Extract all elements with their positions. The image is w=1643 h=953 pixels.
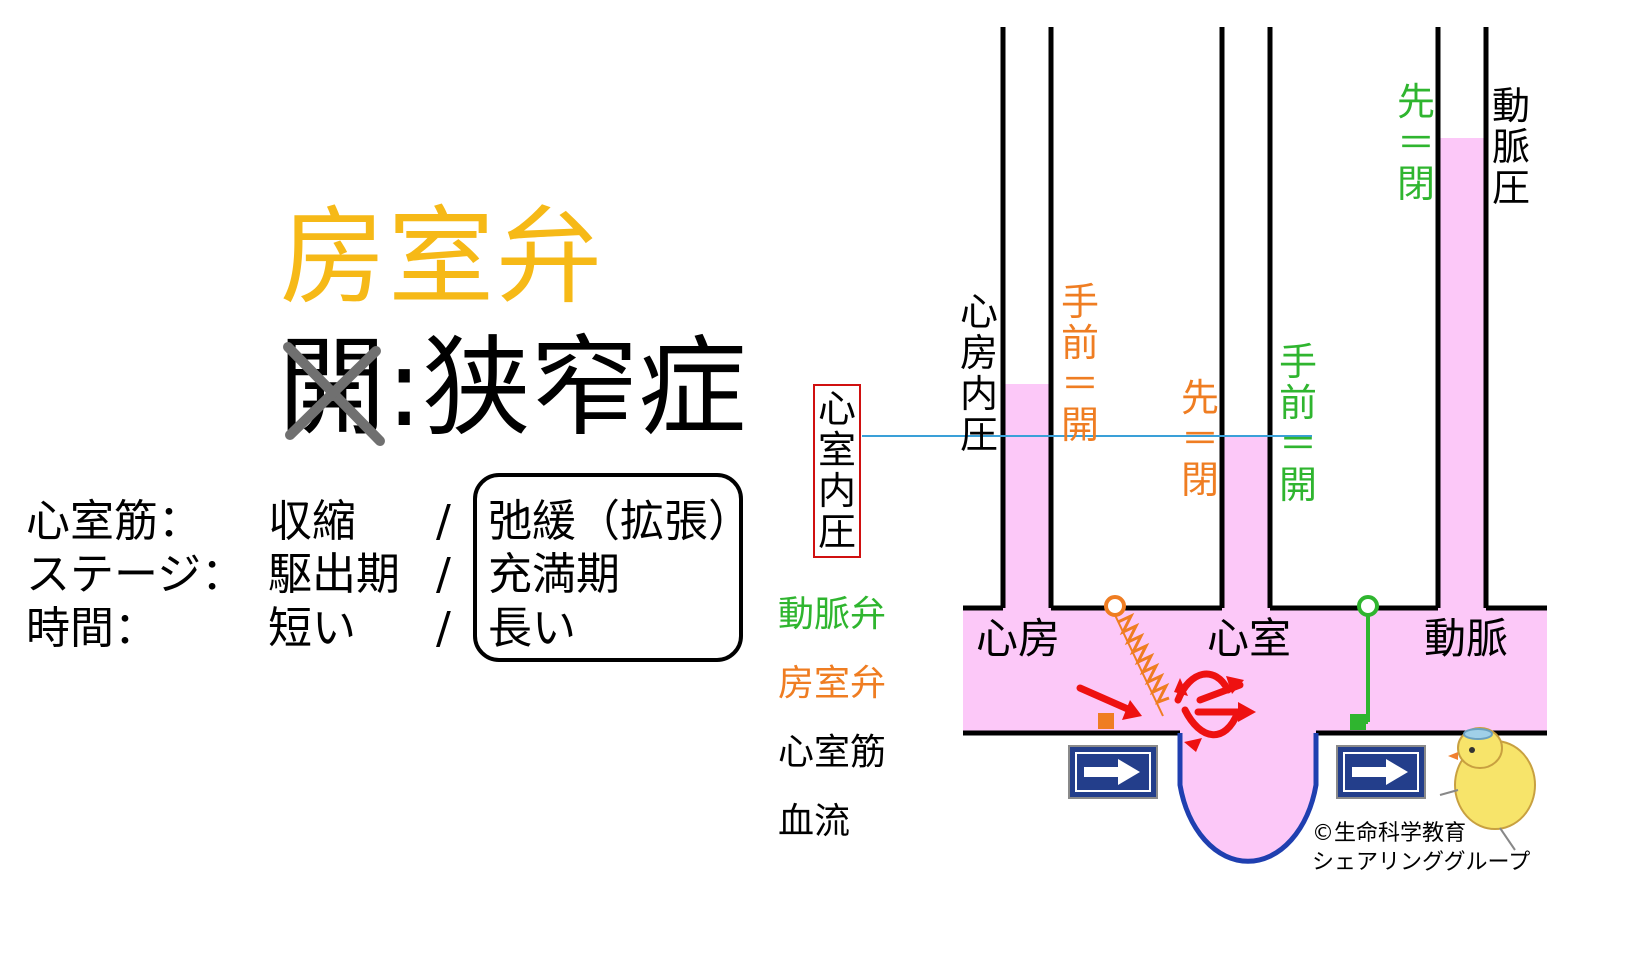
la-column-blood: [1003, 384, 1051, 608]
row-right-time: 長い: [488, 603, 576, 654]
subtitle: 開:狭窄症: [278, 335, 746, 446]
copyright-text: ©生命科学教育 シェアリンググループ: [1312, 821, 1531, 875]
flow-arrowhead: [1226, 676, 1244, 694]
row-label-time: 時間：: [26, 603, 158, 654]
lv-column-blood: [1222, 436, 1270, 608]
page-title: 房室弁: [280, 196, 604, 319]
row-sep-muscle: /: [436, 496, 451, 547]
chamber-band-blood: [963, 606, 1547, 732]
ventricle-pouch-blood: [1178, 732, 1318, 862]
row-right-stage: 充満期: [488, 549, 620, 600]
row-left-stage: 駆出期: [268, 549, 400, 600]
av-back-label: 先＝閉: [1180, 376, 1219, 503]
chick-mascot: [1439, 727, 1536, 851]
av-valve-base: [1098, 713, 1114, 729]
highlight-box: [473, 473, 743, 662]
flow-direction-arrow-box: [1068, 745, 1158, 799]
flow-arrowhead: [1238, 702, 1256, 722]
legend-av-valve: 房室弁: [778, 663, 887, 704]
av-front-label: 手前＝開: [1060, 280, 1099, 448]
right-arrow-icon: [1075, 752, 1151, 792]
artery-column-blood: [1438, 138, 1486, 608]
ventricle-pressure-label: 心室内圧: [813, 384, 861, 559]
flow-arrow: [1076, 684, 1134, 714]
row-label-stage: ステージ：: [26, 549, 246, 600]
flow-arrowhead: [1174, 678, 1188, 696]
aortic-back-label: 先＝閉: [1396, 80, 1435, 207]
atrial-pressure-label: 心房内圧: [959, 290, 998, 458]
flow-arrowhead: [1184, 738, 1202, 752]
subtitle-rest: :狭窄症: [386, 326, 747, 451]
artery-label: 動脈: [1424, 614, 1509, 663]
artery-pressure-label: 動脈圧: [1491, 84, 1530, 211]
row-sep-time: /: [436, 603, 451, 654]
legend-aortic-valve: 動脈弁: [778, 594, 887, 635]
aortic-valve-base: [1350, 714, 1366, 730]
right-arrow-icon: [1343, 752, 1419, 792]
row-right-muscle: 弛緩（拡張）: [488, 496, 752, 547]
row-left-time: 短い: [268, 603, 356, 654]
av-valve: [1104, 595, 1170, 717]
flow-arrowhead: [1122, 700, 1142, 720]
atrium-label: 心房: [976, 614, 1061, 663]
row-left-muscle: 収縮: [268, 496, 356, 547]
row-label-muscle: 心室筋：: [26, 496, 202, 547]
cross-mark-icon: [283, 342, 385, 446]
legend-ventricular-muscle: 心室筋: [778, 732, 887, 773]
row-sep-stage: /: [436, 549, 451, 600]
ventricle-wall: [1177, 733, 1319, 864]
ventricle-label: 心室: [1207, 614, 1292, 663]
aortic-front-label: 手前＝開: [1278, 340, 1317, 508]
flow-direction-arrow-box: [1336, 745, 1426, 799]
legend-blood-flow: 血流: [778, 801, 851, 842]
